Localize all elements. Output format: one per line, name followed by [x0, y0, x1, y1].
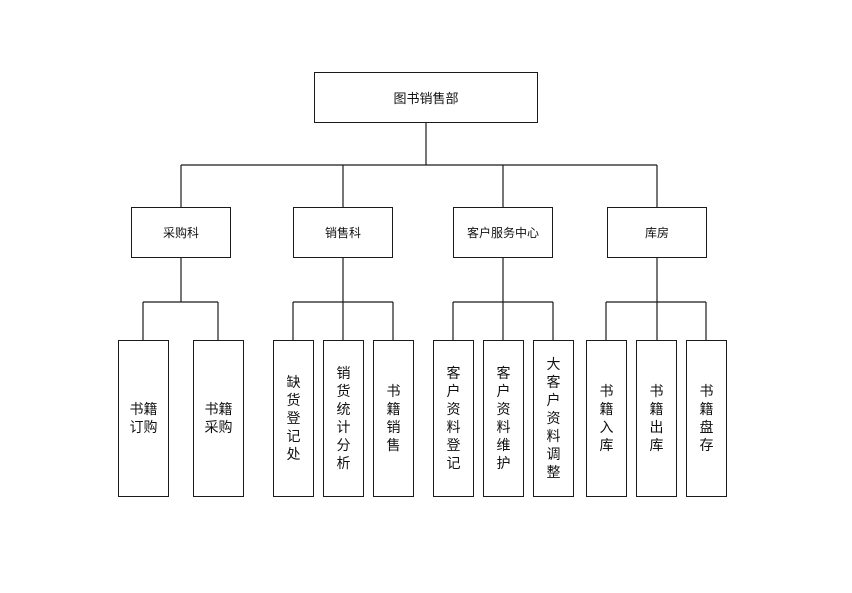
leaf-node: 书籍采购	[193, 340, 244, 497]
dept-node-purchasing: 采购科	[131, 207, 231, 258]
leaf-node: 客户资料维护	[483, 340, 524, 497]
leaf-node: 书籍盘存	[686, 340, 727, 497]
leaf-node: 缺货登记处	[273, 340, 314, 497]
leaf-node: 销货统计分析	[323, 340, 364, 497]
leaf-node: 书籍入库	[586, 340, 627, 497]
root-node: 图书销售部	[314, 72, 538, 123]
leaf-node: 书籍出库	[636, 340, 677, 497]
leaf-node: 书籍销售	[373, 340, 414, 497]
leaf-node: 客户资料登记	[433, 340, 474, 497]
leaf-node: 大客户资料调整	[533, 340, 574, 497]
dept-node-customer-service: 客户服务中心	[453, 207, 553, 258]
dept-node-warehouse: 库房	[607, 207, 707, 258]
dept-node-sales: 销售科	[293, 207, 393, 258]
leaf-node: 书籍订购	[118, 340, 169, 497]
